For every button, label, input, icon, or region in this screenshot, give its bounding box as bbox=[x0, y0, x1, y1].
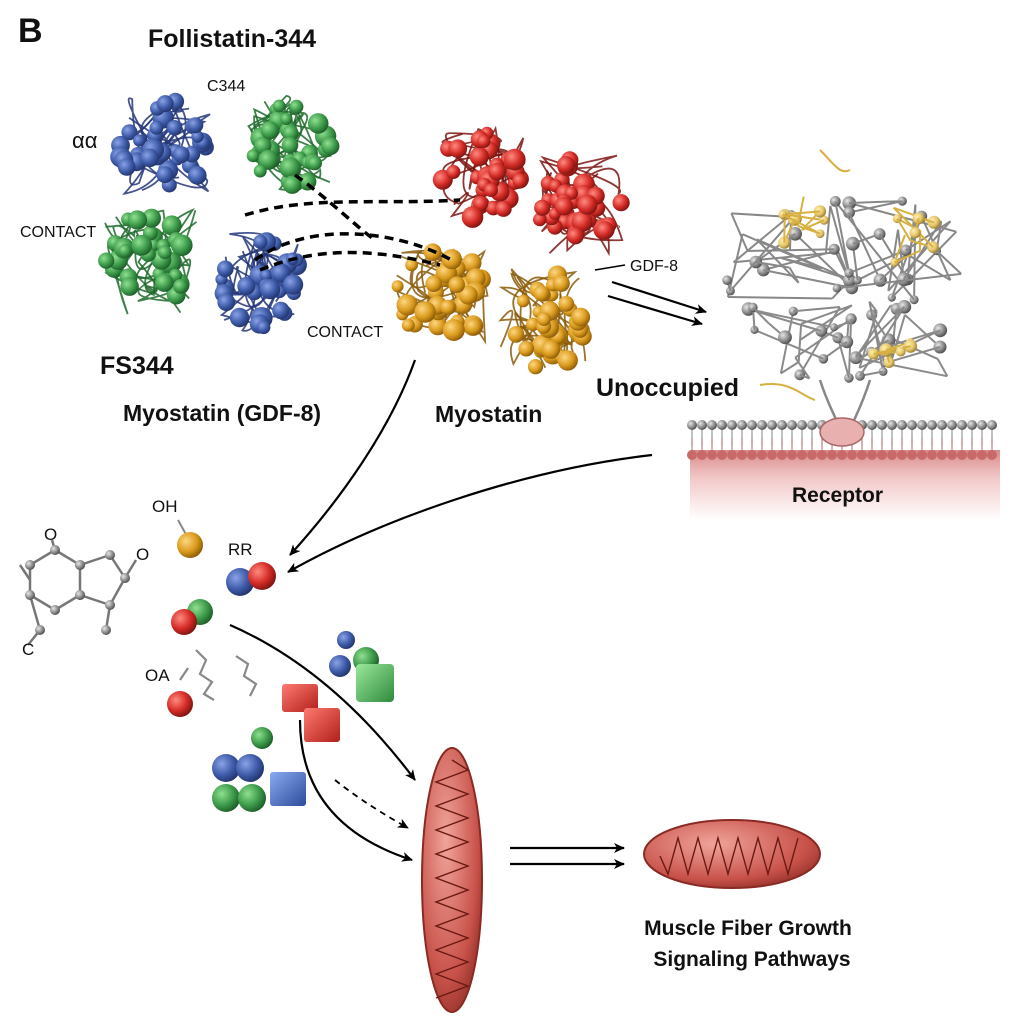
arrow-to-receptor bbox=[608, 282, 706, 324]
oa-label: OA bbox=[145, 666, 170, 685]
fs344-label: FS344 bbox=[100, 352, 174, 380]
arrow-receptor-to-ligands bbox=[288, 455, 652, 572]
follistatin-blue-domain-2 bbox=[215, 232, 307, 334]
muscle-fiber-vertical bbox=[422, 748, 482, 1012]
muscle-fiber-horizontal bbox=[644, 820, 820, 888]
oh-label: OH bbox=[152, 497, 178, 516]
myostatin-label: Myostatin bbox=[435, 401, 542, 427]
arrow-myostatin-to-ligands bbox=[290, 360, 415, 555]
o-right-label: O bbox=[136, 545, 149, 564]
arrow-to-fiber-horizontal bbox=[510, 848, 624, 864]
myostatin-red-domain-2 bbox=[533, 151, 630, 253]
contact-left-label: CONTACT bbox=[20, 224, 96, 241]
follistatin-green-domain-2 bbox=[98, 209, 197, 314]
contact-center-label: CONTACT bbox=[307, 324, 383, 341]
gdf8-pointer-line bbox=[595, 265, 625, 270]
follistatin-title: Follistatin-344 bbox=[148, 25, 316, 53]
myostatin-gold-domain-2 bbox=[500, 266, 591, 375]
follistatin-green-domain-1 bbox=[247, 96, 340, 194]
unoccupied-label: Unoccupied bbox=[596, 374, 739, 402]
follistatin-blue-domain-1 bbox=[110, 93, 214, 194]
myostatin-red-domain-1 bbox=[433, 127, 529, 228]
receptor-label: Receptor bbox=[792, 484, 883, 507]
receptor-structure bbox=[722, 150, 961, 446]
gdf8-label: GDF-8 bbox=[630, 258, 678, 275]
myostatin-gold-domain-1 bbox=[392, 243, 491, 341]
rr-label: RR bbox=[228, 540, 253, 559]
o-top-label: O bbox=[44, 525, 57, 544]
muscle-caption-line2: Signaling Pathways bbox=[653, 948, 850, 971]
c-left-label: C bbox=[22, 640, 34, 659]
alpha-label: αα bbox=[72, 128, 98, 153]
small-molecule-structure bbox=[20, 540, 136, 645]
c344-label: C344 bbox=[207, 78, 245, 95]
peptide-fragments bbox=[180, 650, 256, 700]
arrow-to-fiber-dashed bbox=[335, 780, 408, 828]
panel-letter: B bbox=[18, 12, 43, 50]
myostatin-gdf8-label: Myostatin (GDF-8) bbox=[123, 400, 321, 426]
ligand-spheres bbox=[167, 520, 394, 812]
muscle-caption-line1: Muscle Fiber Growth bbox=[644, 917, 852, 940]
